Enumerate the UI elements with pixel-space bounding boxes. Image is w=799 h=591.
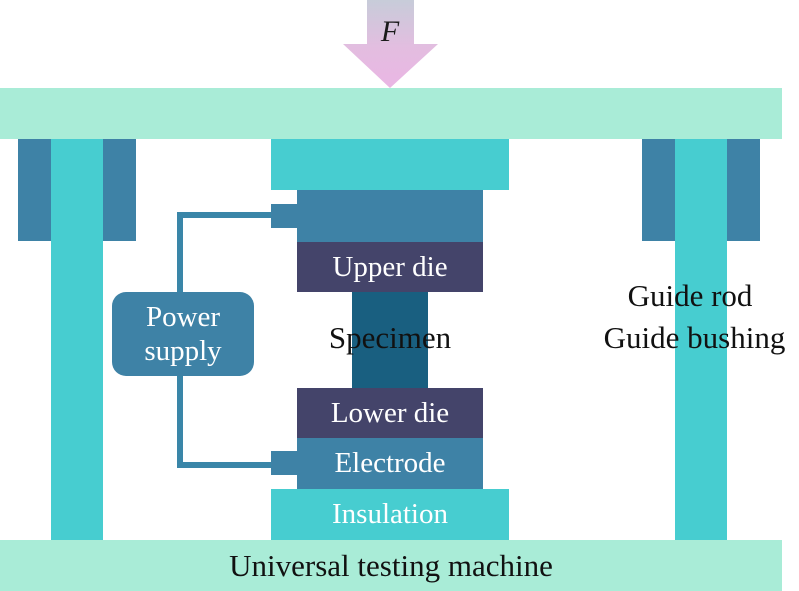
machine-base: Universal testing machine: [0, 540, 782, 591]
upper-electrode: [297, 190, 483, 242]
lower-die: Lower die: [297, 388, 483, 438]
wire-upper-horizontal: [177, 212, 271, 218]
specimen: [352, 292, 428, 388]
insulation: Insulation: [271, 489, 509, 540]
upper-electrode-terminal: [271, 204, 297, 228]
power-supply-label-line1: Power: [145, 301, 221, 333]
left-guide-rod: [51, 139, 103, 540]
top-crosshead: [0, 88, 782, 139]
lower-electrode-terminal: [271, 451, 297, 475]
force-arrow: [343, 0, 438, 88]
right-guide-rod: [675, 139, 727, 540]
power-supply-label-line2: supply: [144, 335, 222, 367]
upper-platen: [271, 139, 509, 190]
guide-rod-label: Guide rod: [627, 278, 753, 313]
guide-bushing-label: Guide bushing: [603, 320, 786, 355]
power-supply: Power supply: [112, 292, 254, 376]
specimen-label: Specimen: [328, 320, 452, 355]
force-label: F: [380, 15, 400, 48]
upper-die: Upper die: [297, 242, 483, 292]
wire-lower-horizontal: [177, 462, 271, 468]
lower-electrode: Electrode: [297, 438, 483, 489]
